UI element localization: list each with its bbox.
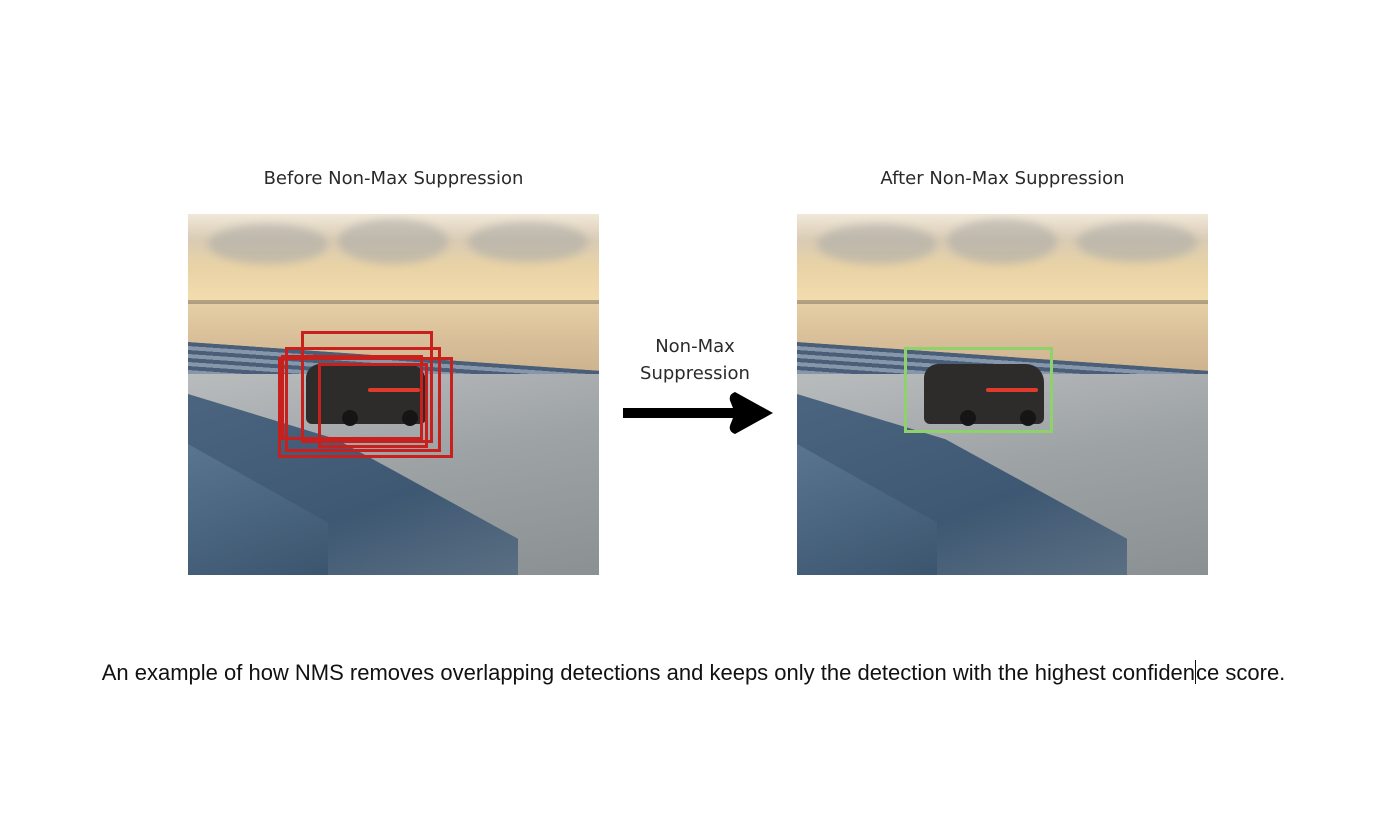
horizon: [188, 300, 599, 304]
detection-box: [285, 347, 441, 452]
car: [306, 364, 426, 426]
caption-text-end: ce score.: [1196, 660, 1286, 685]
car: [924, 364, 1044, 426]
right-arrow-icon: [623, 392, 773, 434]
arrow-label-line1: Non-Max: [655, 336, 735, 357]
caption-text-start: An example of how NMS removes overlappin…: [101, 660, 1196, 685]
final-detection-box: [904, 347, 1053, 433]
arrow-label-line2: Suppression: [640, 363, 750, 384]
caption[interactable]: An example of how NMS removes overlappin…: [0, 660, 1387, 686]
detection-box: [301, 331, 433, 443]
horizon: [797, 300, 1208, 304]
arrow-label: Non-Max Suppression: [620, 333, 770, 387]
detection-box: [318, 363, 428, 448]
text-cursor: [1195, 660, 1197, 684]
before-panel-title: Before Non-Max Suppression: [263, 168, 524, 189]
detection-box: [278, 357, 453, 458]
detection-box: [281, 355, 423, 440]
before-photo: [188, 214, 599, 575]
after-panel-title: After Non-Max Suppression: [880, 168, 1125, 189]
after-photo: [797, 214, 1208, 575]
